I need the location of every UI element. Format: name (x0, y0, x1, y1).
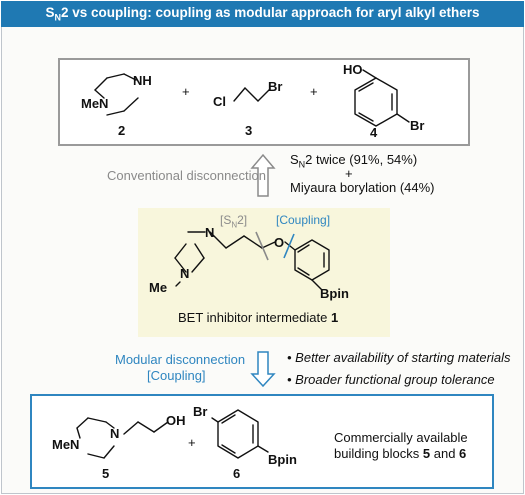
building-blocks-box (30, 394, 494, 489)
cmpd5-n: N (110, 426, 120, 441)
sn2-tag: [SN2] (220, 213, 248, 230)
starting-materials-box (58, 58, 470, 146)
cmpd2-nh: NH (133, 73, 152, 88)
int-n-bottom: N (180, 266, 190, 281)
conventional-condition-1: SN2 twice (91%, 54%) (290, 152, 418, 170)
cmpd4-ho: HO (343, 62, 363, 77)
benefit-1: • Better availability of starting materi… (287, 350, 511, 365)
compound-5-bonds (76, 417, 169, 459)
cmpd2-men: MeN (81, 96, 109, 111)
cmpd6-label: 6 (233, 466, 241, 481)
modular-arrow (250, 351, 276, 388)
chloroethyl-bromide-bonds (233, 87, 271, 102)
sn2-disconnection-mark (255, 231, 269, 261)
modular-label-2: [Coupling] (147, 368, 206, 383)
cmpd4-br: Br (410, 118, 425, 133)
benefit-2: • Broader functional group tolerance (287, 372, 495, 387)
conventional-plus: + (345, 166, 353, 181)
modular-label-1: Modular disconnection (115, 352, 246, 367)
plus-2: + (310, 84, 318, 99)
plus-1: + (182, 84, 190, 99)
bottom-plus: + (188, 435, 196, 450)
cmpd3-br: Br (268, 79, 283, 94)
cmpd2-label: 2 (118, 123, 126, 138)
cmpd4-label: 4 (370, 125, 378, 140)
int-n-top: N (205, 225, 215, 240)
cmpd6-bpin: Bpin (268, 452, 297, 467)
conventional-condition-2: Miyaura borylation (44%) (290, 180, 435, 195)
conventional-arrow (250, 153, 276, 197)
cmpd3-label: 3 (245, 123, 253, 138)
intermediate-1-bonds (174, 231, 330, 291)
compound-6-bonds (211, 409, 269, 459)
cmpd5-label: 5 (102, 466, 110, 481)
piperazine-2-bonds (94, 73, 139, 116)
coupling-tag: [Coupling] (276, 213, 331, 227)
conventional-label: Conventional disconnection (107, 168, 266, 183)
building-blocks-text-1: Commercially available (334, 430, 468, 445)
int-bpin: Bpin (320, 286, 349, 301)
intermediate-highlight (138, 208, 390, 337)
intermediate-caption: BET inhibitor intermediate 1 (178, 310, 339, 325)
header-banner: SN2 vs coupling: coupling as modular app… (1, 1, 524, 27)
bromophenol-4-bonds (354, 69, 410, 127)
coupling-disconnection-mark (283, 233, 295, 259)
cmpd6-br: Br (193, 404, 208, 419)
int-me: Me (149, 280, 168, 295)
cmpd5-men: MeN (52, 437, 80, 452)
header-title: SN2 vs coupling: coupling as modular app… (45, 5, 480, 23)
ether-oxygen: O (274, 235, 285, 250)
cmpd3-cl: Cl (213, 94, 226, 109)
building-blocks-text-2: building blocks 5 and 6 (334, 446, 467, 461)
cmpd5-oh: OH (166, 413, 186, 428)
